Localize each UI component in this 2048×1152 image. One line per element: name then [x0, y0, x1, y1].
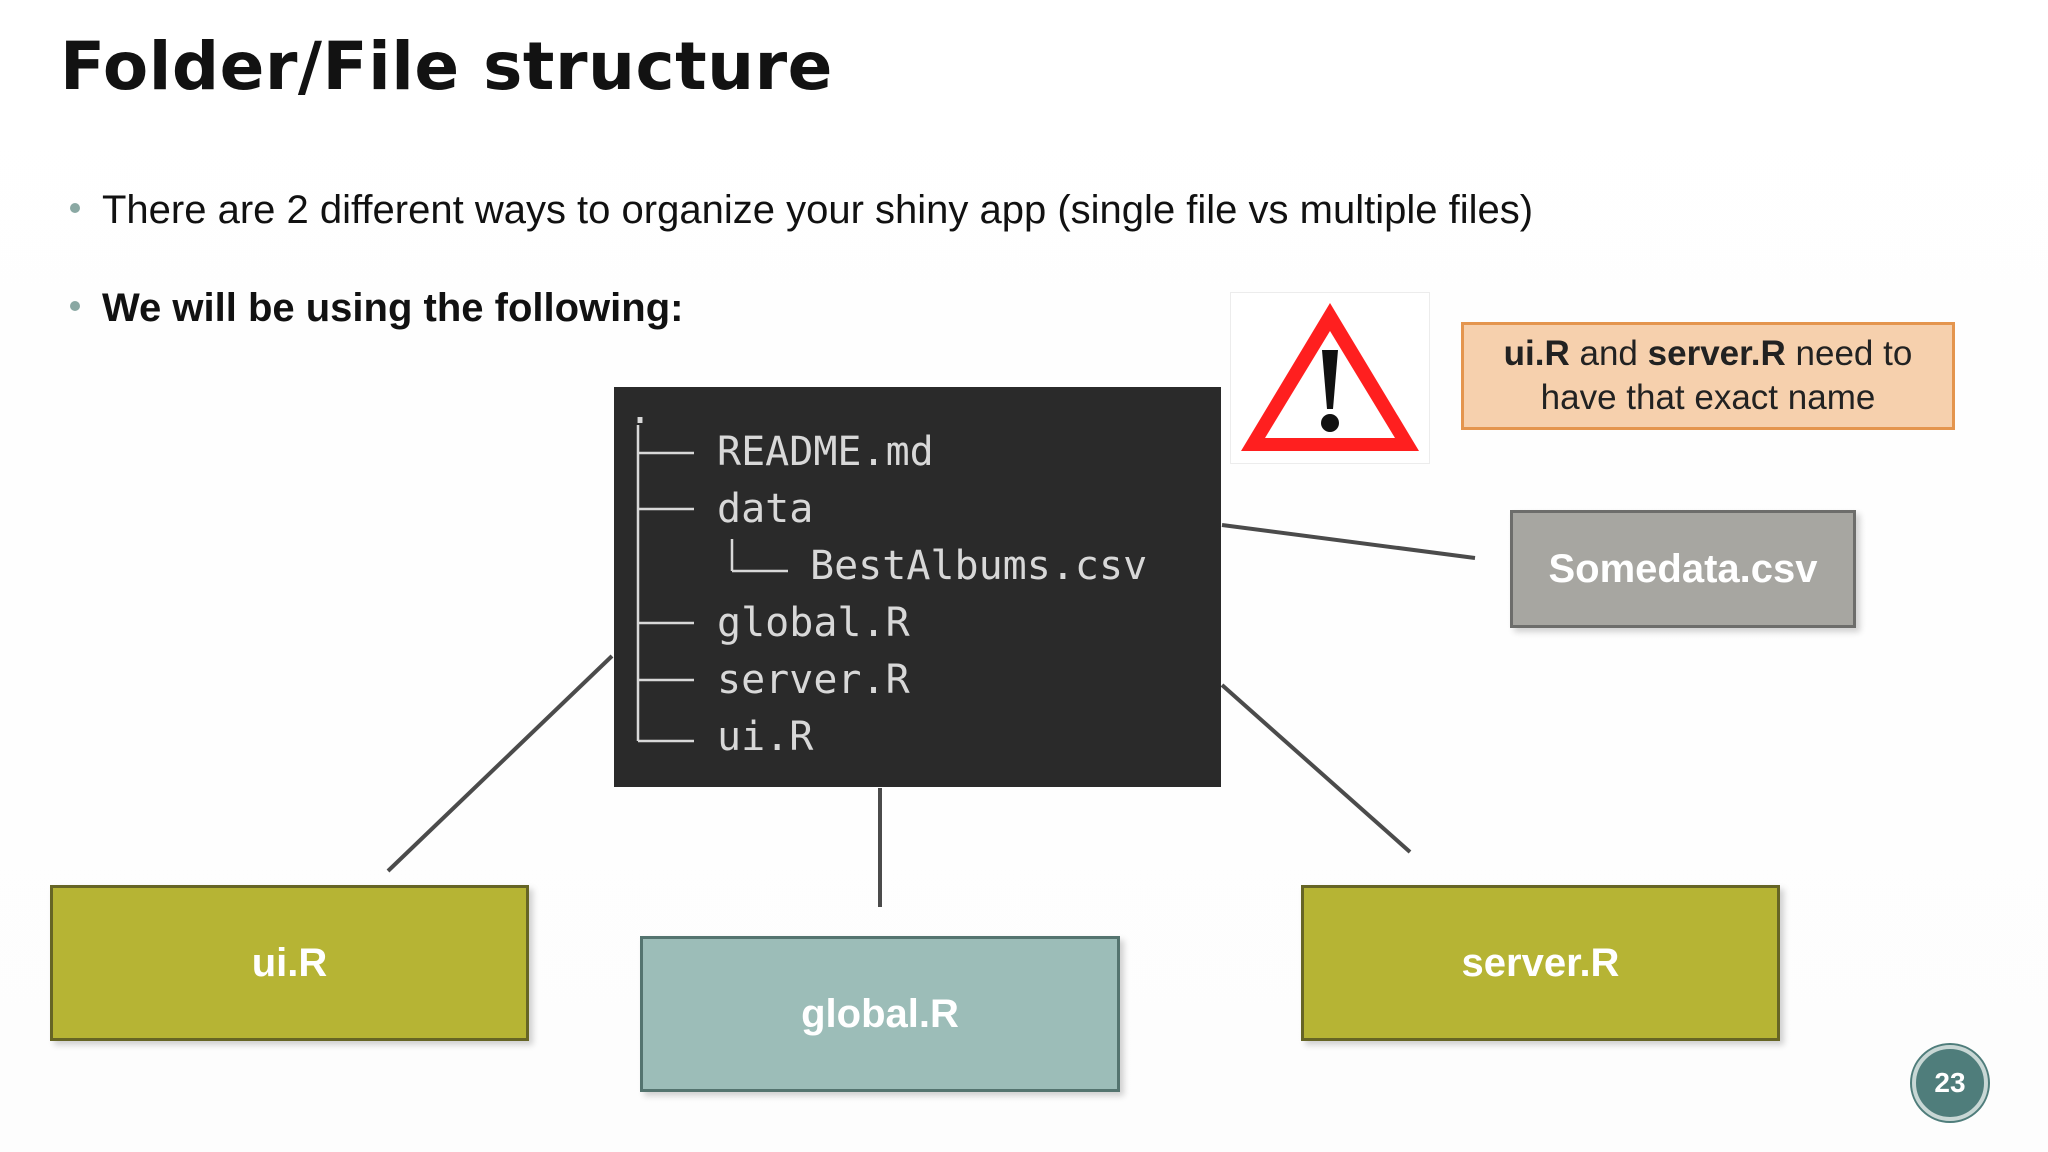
global-box: global.R	[640, 936, 1120, 1092]
global-label: global.R	[801, 991, 959, 1036]
connector-ui	[386, 654, 614, 873]
folder-tree-panel: . README.md data BestAlbums.csv global.R…	[614, 387, 1221, 787]
bullet-1: There are 2 different ways to organize y…	[70, 188, 1533, 233]
note-and: and	[1569, 334, 1648, 373]
tree-item-bestalbums: BestAlbums.csv	[810, 543, 1148, 589]
tree-root: .	[628, 387, 653, 433]
bullet-dot	[70, 203, 80, 214]
page-number: 23	[1934, 1067, 1966, 1098]
somedata-label: Somedata.csv	[1548, 546, 1818, 591]
note-line-1: ui.R and server.R need to	[1504, 332, 1913, 376]
ui-label: ui.R	[251, 940, 328, 985]
tree-item-ui: ui.R	[717, 714, 814, 760]
somedata-box: Somedata.csv	[1510, 510, 1856, 628]
name-requirement-note: ui.R and server.R need to have that exac…	[1461, 322, 1955, 430]
connector-data	[1221, 523, 1476, 560]
tree-item-readme: README.md	[717, 429, 934, 475]
bullet-1-text: There are 2 different ways to organize y…	[102, 188, 1534, 232]
bullet-dot	[70, 301, 80, 312]
note-line-2: have that exact name	[1540, 378, 1876, 417]
connector-server	[1220, 683, 1412, 854]
note-need-to: need to	[1785, 334, 1913, 373]
warning-triangle-icon	[1241, 303, 1419, 451]
ui-box: ui.R	[50, 885, 529, 1041]
tree-item-global: global.R	[717, 600, 910, 646]
slide-title: Folder/File structure	[60, 28, 833, 105]
page-number-badge: 23	[1912, 1045, 1988, 1121]
note-text: ui.R and server.R need to have that exac…	[1504, 332, 1913, 420]
bullet-2-text: We will be using the following:	[102, 286, 684, 330]
server-label: server.R	[1461, 940, 1620, 985]
tree-item-data: data	[717, 486, 814, 532]
server-box: server.R	[1301, 885, 1780, 1041]
bullet-2: We will be using the following:	[70, 286, 683, 331]
tree-item-server: server.R	[717, 657, 910, 703]
warning-image	[1230, 292, 1430, 464]
note-server-file: server.R	[1647, 334, 1786, 373]
tree-lines	[636, 425, 788, 743]
note-ui-file: ui.R	[1503, 334, 1570, 373]
